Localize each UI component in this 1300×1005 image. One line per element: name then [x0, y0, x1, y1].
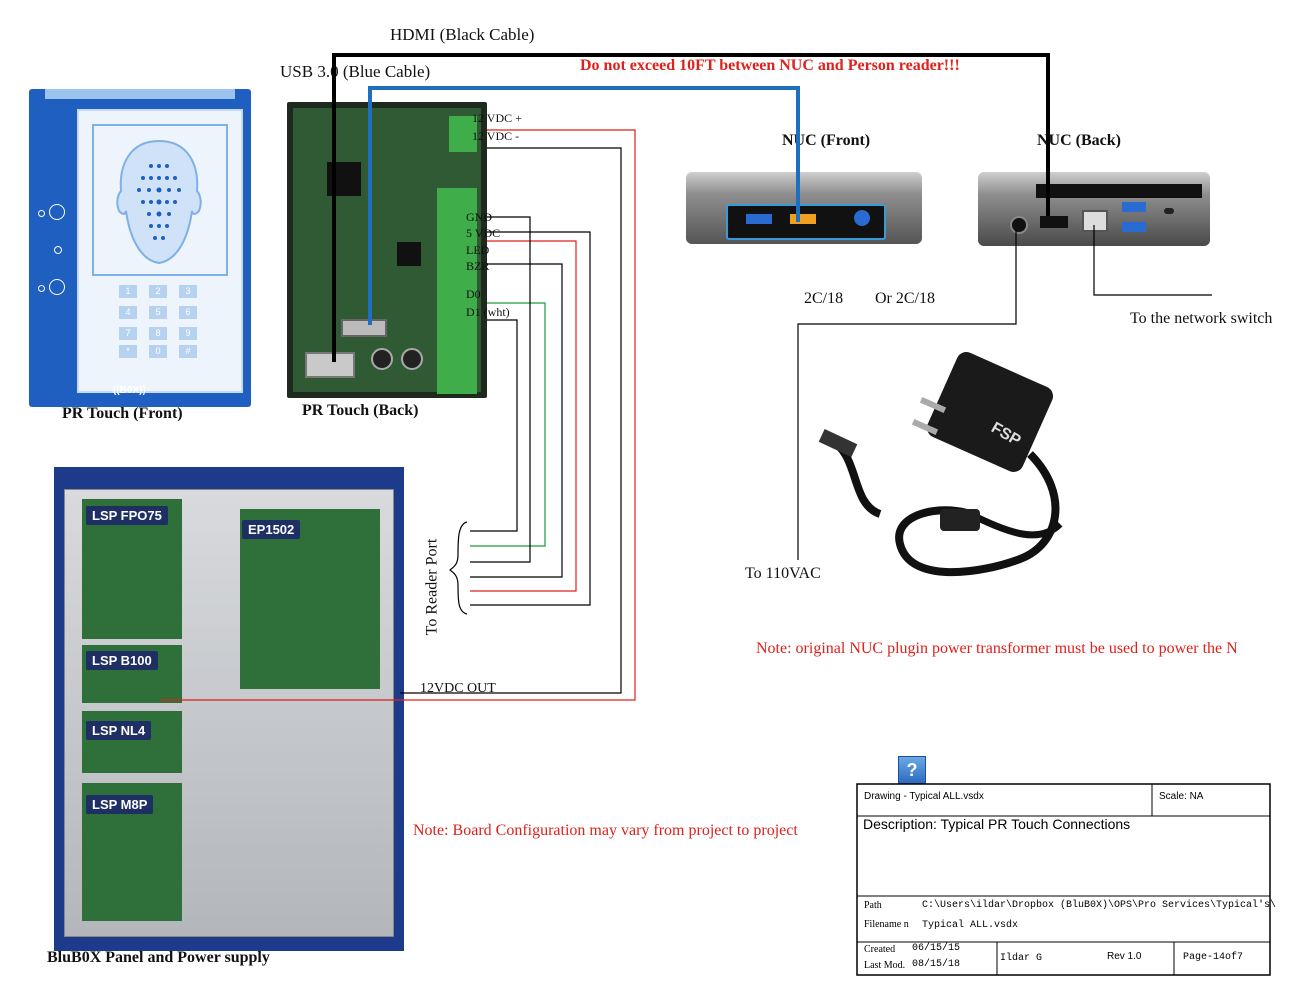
nuc-front-usb-port-orange — [790, 214, 816, 224]
board-label-m8p: LSP M8P — [86, 795, 154, 814]
revision: Rev 1.0 — [1107, 951, 1142, 962]
board-label-ep1502: EP1502 — [242, 520, 301, 539]
keypad-key: 4 — [119, 306, 137, 319]
keypad-key: 0 — [149, 345, 167, 358]
hdmi-port — [1040, 216, 1068, 228]
device-led-dot — [38, 285, 45, 292]
keypad-key: 7 — [119, 327, 137, 340]
pcb-chip — [397, 242, 421, 266]
lastmod-label: Last Mod. — [864, 960, 906, 971]
nuc-back-device — [978, 172, 1210, 246]
vent-grille — [1036, 184, 1096, 198]
usb-port — [1122, 222, 1146, 232]
hdmi-cable-label: HDMI (Black Cable) — [390, 25, 535, 44]
dc-power-jack — [1010, 216, 1028, 234]
author: Ildar G — [1000, 953, 1043, 964]
hdmi-port — [305, 352, 355, 378]
board-label-fpo75: LSP FPO75 — [86, 506, 168, 525]
vent-grille — [1096, 184, 1202, 198]
device-led-dot — [38, 210, 45, 217]
keypad-key: 2 — [149, 285, 167, 298]
terminal-led: LED — [466, 243, 490, 257]
usb-port — [1122, 202, 1146, 212]
board-label-b100: LSP B100 — [86, 651, 158, 670]
keypad-key: 3 — [179, 285, 197, 298]
board-config-note: Note: Board Configuration may vary from … — [413, 822, 798, 839]
power-adapter-image — [818, 352, 1063, 577]
pr-touch-front-caption: PR Touch (Front) — [62, 405, 183, 422]
power-icon — [854, 210, 870, 226]
cable-or-2c18-label: Or 2C/18 — [875, 290, 935, 307]
capacitor — [371, 348, 393, 370]
terminal-bzr: BZR — [466, 259, 490, 273]
terminal-gnd: GND — [466, 210, 492, 224]
keypad-key: 5 — [149, 306, 167, 319]
nuc-front-caption: NUC (Front) — [782, 132, 871, 149]
device-top-strip — [45, 89, 235, 99]
nuc-power-note: Note: original NUC plugin power transfor… — [756, 640, 1238, 657]
lastmod-value: 08/15/18 — [912, 959, 961, 970]
page-number: Page-14of7 — [1183, 952, 1244, 963]
device-led-top — [49, 204, 65, 220]
terminal-d1: D1 (wht) — [466, 305, 510, 319]
filename-value: Typical ALL.vsdx — [922, 920, 1019, 931]
pr-touch-front-device: 1 2 3 4 5 6 7 8 9 * 0 # ((B0X)) — [29, 89, 251, 407]
keypad-key: 9 — [179, 327, 197, 340]
keypad-key: 8 — [149, 327, 167, 340]
terminal-12vdc-plus: 12 VDC + — [472, 111, 522, 125]
to-110vac-label: To 110VAC — [745, 565, 821, 582]
wire-5vdc — [470, 231, 591, 606]
description: Description: Typical PR Touch Connection… — [863, 816, 1131, 832]
capacitor — [401, 348, 423, 370]
device-brand-logo: ((B0X)) — [113, 385, 146, 396]
keypad-key: 6 — [179, 306, 197, 319]
path-value: C:\Users\ildar\Dropbox (BluB0X)\OPS\Pro … — [922, 900, 1277, 911]
board-ep1502 — [240, 509, 380, 689]
panel-caption: BluB0X Panel and Power supply — [47, 949, 270, 966]
terminal-d0: D0 — [466, 287, 481, 301]
title-block — [856, 783, 1271, 976]
scale: Scale: NA — [1159, 791, 1204, 802]
nuc-front-usb-port — [746, 214, 772, 224]
face-scan-icon — [92, 124, 228, 276]
board-label-nl4: LSP NL4 — [86, 721, 152, 740]
help-icon[interactable]: ? — [898, 756, 926, 784]
device-led-middle — [54, 246, 62, 254]
blubox-panel — [54, 467, 404, 951]
usb-cable-label: USB 3.0 (Blue Cable) — [280, 62, 431, 81]
keypad-key: 1 — [119, 285, 137, 298]
keypad-key: * — [119, 345, 137, 358]
reader-port-label: To Reader Port — [423, 538, 441, 636]
network-switch-label: To the network switch — [1130, 310, 1273, 327]
distance-warning: Do not exceed 10FT between NUC and Perso… — [580, 57, 960, 74]
terminal-12vdc-minus: 12 VDC - — [472, 129, 520, 143]
ethernet-port — [1082, 210, 1108, 232]
created-label: Created — [864, 944, 896, 955]
keypad: 1 2 3 4 5 6 7 8 9 * 0 # — [113, 281, 213, 361]
created-value: 06/15/15 — [912, 943, 961, 954]
nuc-front-device — [686, 172, 922, 244]
nuc-back-caption: NUC (Back) — [1037, 132, 1121, 149]
pr-touch-back-board — [287, 102, 487, 398]
12vdc-out-label: 12VDC OUT — [420, 681, 496, 696]
terminal-5vdc: 5 VDC — [466, 226, 501, 240]
pcb-chip — [327, 162, 361, 196]
drawing-name: Drawing - Typical ALL.vsdx — [864, 791, 984, 802]
pr-touch-back-caption: PR Touch (Back) — [302, 402, 419, 419]
usb-c-port — [1164, 208, 1174, 214]
keypad-key: # — [179, 345, 197, 358]
path-label: Path — [864, 900, 882, 911]
device-led-bottom — [49, 279, 65, 295]
filename-label: Filename n — [864, 919, 909, 930]
cable-2c18-label: 2C/18 — [804, 290, 844, 307]
usb-port — [341, 319, 387, 337]
reader-port-brace — [449, 521, 468, 615]
